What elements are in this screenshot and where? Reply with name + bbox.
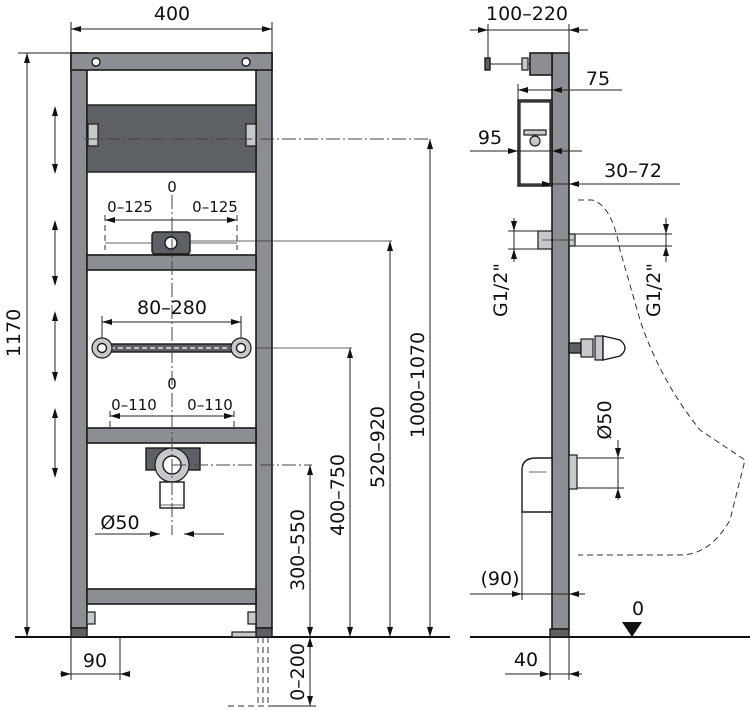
mount-offset-dimension: 0 0–125 0–125 <box>104 178 238 250</box>
width-label: 400 <box>154 3 190 25</box>
box-depth-dimension: 75 <box>517 68 622 100</box>
thread-right-dimension: G1/2" <box>575 218 672 317</box>
drain-diameter-label: Ø50 <box>100 512 139 534</box>
mount-offset-zero: 0 <box>167 178 177 196</box>
dim-520-920: 520–920 <box>367 406 389 488</box>
thread-left-dimension: G1/2" <box>490 218 540 317</box>
side-foot <box>549 628 570 638</box>
front-view: 400 1170 1000–1070 <box>3 3 450 707</box>
box-width-label: 95 <box>478 127 502 149</box>
bottom-rail <box>86 588 257 605</box>
dim-1000-1070: 1000–1070 <box>407 332 429 438</box>
right-dimensions: 1000–1070 520–920 400–750 300–550 0–200 <box>272 139 433 707</box>
dim-400-750: 400–750 <box>327 454 349 536</box>
side-top-bracket <box>529 52 553 76</box>
drain-offset-dimension: 0 0–110 0–110 <box>109 375 235 430</box>
floor-level-marker <box>622 622 642 637</box>
wall-gap-dimension: 30–72 <box>520 160 680 187</box>
drain-offset-left: 0–110 <box>111 396 157 414</box>
side-upright <box>551 52 570 630</box>
dim-0-200: 0–200 <box>287 643 309 701</box>
base-width-label: 40 <box>514 649 538 671</box>
inlet-port <box>164 236 178 250</box>
thread-left-label: G1/2" <box>490 263 512 317</box>
right-foot-clip <box>247 611 257 625</box>
side-view: 0 <box>470 3 750 680</box>
drain-diameter-dimension: Ø50 <box>95 512 224 537</box>
foot-width-dimension: 90 <box>60 637 130 680</box>
drain-coupling <box>568 454 578 490</box>
right-foot-pad <box>231 631 257 638</box>
anchor-bolt <box>484 57 491 71</box>
bar-span-dimension: 80–280 <box>101 297 242 338</box>
top-bolt-left <box>91 57 101 67</box>
depth-range-dimension: 100–220 <box>470 3 588 58</box>
outlet-diameter-dimension: Ø50 <box>577 400 624 500</box>
height-label: 1170 <box>3 309 25 357</box>
mount-offset-right: 0–125 <box>192 198 238 216</box>
panel-clip-right <box>245 123 257 147</box>
drain-elbow <box>521 457 553 513</box>
right-foot <box>255 627 273 638</box>
wall-gap-label: 30–72 <box>604 160 662 182</box>
left-foot <box>70 627 88 638</box>
outlet-diameter-label: Ø50 <box>594 400 616 439</box>
top-bolt-right <box>241 57 251 67</box>
drain-offset-zero: 0 <box>167 375 177 393</box>
floor-zero-label: 0 <box>632 598 644 620</box>
top-rail <box>70 52 273 71</box>
bar-span-label: 80–280 <box>137 297 207 319</box>
urinal-outline <box>578 199 746 556</box>
depth-range-label: 100–220 <box>486 3 568 25</box>
foot-width-label: 90 <box>83 650 107 672</box>
outlet-length-dimension: (90) <box>470 512 585 600</box>
adjustment-arrows <box>52 106 58 478</box>
spray-nozzle <box>602 335 626 361</box>
base-width-dimension: 40 <box>505 637 582 680</box>
thread-right-label: G1/2" <box>643 263 665 317</box>
panel-clip-left <box>87 123 99 147</box>
drain-offset-right: 0–110 <box>187 396 233 414</box>
left-foot-clip <box>86 611 96 625</box>
outlet-length-label: (90) <box>480 568 519 590</box>
box-depth-label: 75 <box>586 68 610 90</box>
spray-connector <box>568 342 582 354</box>
mount-offset-left: 0–125 <box>107 198 153 216</box>
dim-300-550: 300–550 <box>287 509 309 591</box>
box-width-dimension: 95 <box>470 127 582 154</box>
